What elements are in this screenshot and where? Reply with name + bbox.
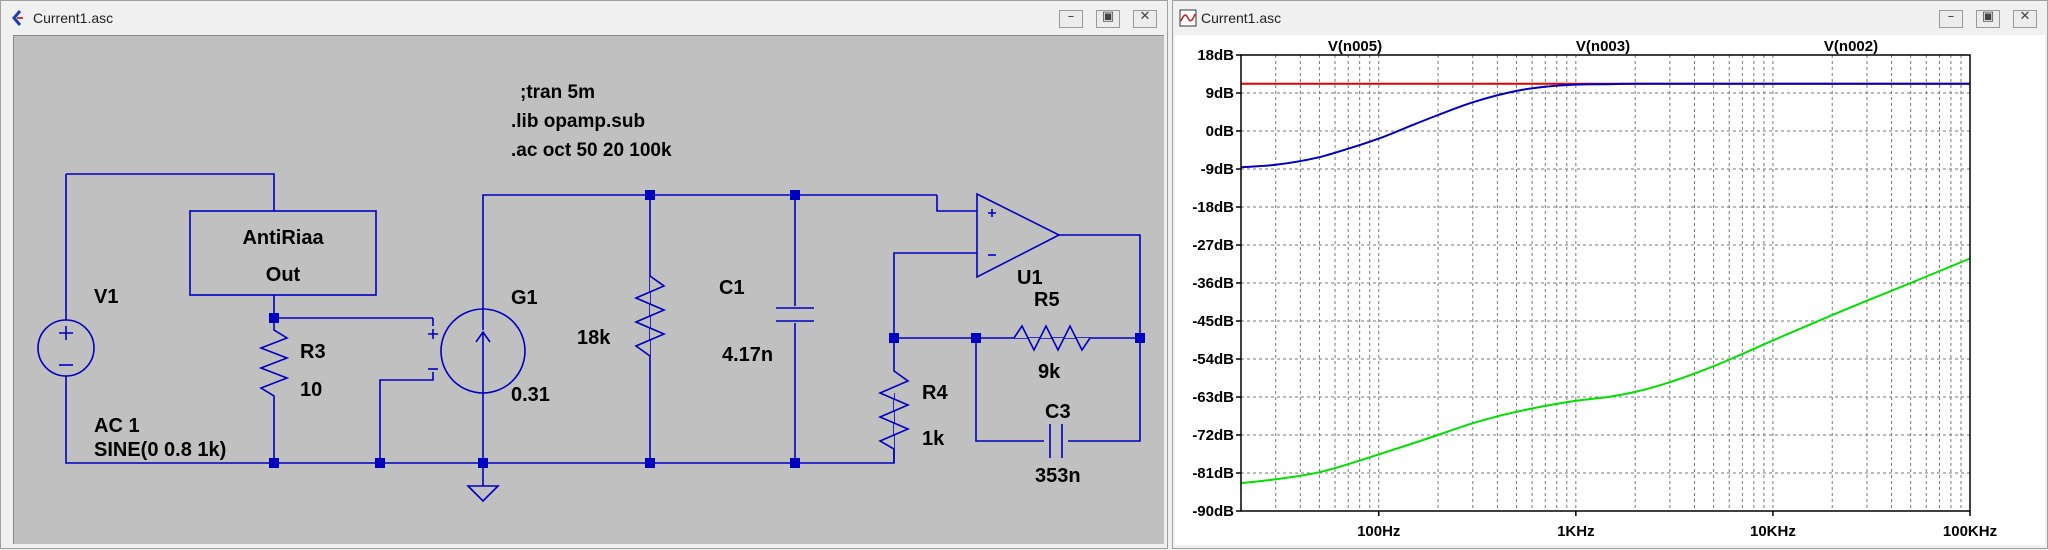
r5-name: R5 xyxy=(1034,289,1060,311)
c3-name: C3 xyxy=(1045,401,1071,423)
x-tick-label: 1KHz xyxy=(1557,523,1595,540)
y-axis-ticks: 18dB 9dB 0dB -9dB -18dB -27dB -36dB -45dB -54dB -… xyxy=(1192,47,1241,520)
minimize-button[interactable]: – xyxy=(1939,9,1963,28)
u1-name: U1 xyxy=(1017,267,1043,289)
trace-v-n002[interactable] xyxy=(1240,82,1970,169)
r-18k-resistor[interactable] xyxy=(633,275,667,357)
minimize-icon: – xyxy=(1947,9,1955,24)
v1-sine-value: SINE(0 0.8 1k) xyxy=(94,439,226,461)
maximize-icon: ▣ xyxy=(1981,9,1995,24)
x-axis-ticks: 100Hz 1KHz 10KHz 100KHz xyxy=(1357,511,1997,540)
c1-capacitor[interactable] xyxy=(776,306,814,323)
r4-resistor[interactable] xyxy=(877,338,911,463)
schematic-window: Current1.asc – ▣ ✕ xyxy=(0,0,1168,549)
antiriaa-out-label: Out xyxy=(266,264,301,286)
plot-canvas[interactable]: 18dB 9dB 0dB -9dB -18dB -27dB -36dB -45dB -54dB -… xyxy=(1175,35,2045,545)
r3-value: 10 xyxy=(300,379,322,401)
schematic-canvas[interactable]: V1 AC 1 SINE(0 0.8 1k) AntiRiaa Out R3 1… xyxy=(13,35,1164,544)
window-title: Current1.asc xyxy=(1201,10,1282,26)
c1-value: 4.17n xyxy=(722,344,773,366)
v1-voltage-source[interactable] xyxy=(37,319,95,377)
c3-capacitor[interactable] xyxy=(1049,424,1063,458)
r4-name: R4 xyxy=(922,382,948,404)
y-tick-label: 0dB xyxy=(1206,123,1235,140)
antiriaa-label: AntiRiaa xyxy=(242,227,324,249)
directive-ac[interactable]: .ac oct 50 20 100k xyxy=(511,140,672,161)
plot-grid xyxy=(1240,54,1971,512)
x-tick-label: 100KHz xyxy=(1943,523,1997,540)
r5-resistor[interactable] xyxy=(1013,324,1091,352)
title-bar[interactable]: Current1.asc – ▣ ✕ xyxy=(1,1,1167,35)
v1-name: V1 xyxy=(94,286,118,308)
bode-plot: 18dB 9dB 0dB -9dB -18dB -27dB -36dB -45dB -54dB -… xyxy=(1192,38,1997,540)
y-tick-label: -36dB xyxy=(1192,275,1234,292)
y-tick-label: 18dB xyxy=(1197,47,1234,64)
y-tick-label: -9dB xyxy=(1201,161,1235,178)
maximize-button[interactable]: ▣ xyxy=(1976,9,2000,28)
legend-label-vn005[interactable]: V(n005) xyxy=(1328,38,1382,55)
ground-symbol xyxy=(466,485,500,503)
g1-name: G1 xyxy=(511,287,538,309)
maximize-icon: ▣ xyxy=(1101,9,1115,24)
schematic-drawing: V1 AC 1 SINE(0 0.8 1k) AntiRiaa Out R3 1… xyxy=(37,82,1145,503)
y-tick-label: -90dB xyxy=(1192,503,1234,520)
u1-opamp[interactable] xyxy=(976,192,1061,279)
y-tick-label: -72dB xyxy=(1192,427,1234,444)
maximize-button[interactable]: ▣ xyxy=(1096,9,1120,28)
v1-ac-value: AC 1 xyxy=(94,415,140,437)
plot-legend: V(n005) V(n003) V(n002) xyxy=(1328,38,1878,55)
directive-tran[interactable]: ;tran 5m xyxy=(520,82,595,103)
close-button[interactable]: ✕ xyxy=(1133,9,1157,28)
antiriaa-block[interactable] xyxy=(189,210,377,296)
y-tick-label: -54dB xyxy=(1192,351,1234,368)
y-tick-label: -81dB xyxy=(1192,465,1234,482)
close-button[interactable]: ✕ xyxy=(2013,9,2037,28)
legend-label-vn003[interactable]: V(n003) xyxy=(1576,38,1630,55)
legend-label-vn002[interactable]: V(n002) xyxy=(1824,38,1878,55)
close-icon: ✕ xyxy=(1139,9,1151,24)
title-bar[interactable]: Current1.asc – ▣ ✕ xyxy=(1173,1,2047,35)
waveform-app-icon xyxy=(1179,9,1197,27)
y-tick-label: -18dB xyxy=(1192,199,1234,216)
waveform-window: Current1.asc – ▣ ✕ 18dB 9dB 0dB -9dB -18dB -2… xyxy=(1172,0,2048,549)
plot-frame xyxy=(1240,54,1971,512)
minimize-icon: – xyxy=(1067,9,1075,24)
minimize-button[interactable]: – xyxy=(1059,9,1083,28)
trace-v-n005[interactable] xyxy=(1240,257,1971,485)
close-icon: ✕ xyxy=(2019,9,2031,24)
plot-traces xyxy=(1240,82,1971,485)
y-tick-label: -27dB xyxy=(1192,237,1234,254)
r4-value: 1k xyxy=(922,428,945,450)
x-tick-label: 10KHz xyxy=(1750,523,1796,540)
c1-name: C1 xyxy=(719,277,745,299)
c3-value: 353n xyxy=(1035,465,1081,487)
r-18k-value: 18k xyxy=(577,327,611,349)
y-tick-label: 9dB xyxy=(1206,85,1235,102)
r3-name: R3 xyxy=(300,341,326,363)
window-title: Current1.asc xyxy=(33,10,114,26)
r5-value: 9k xyxy=(1038,361,1061,383)
x-tick-label: 100Hz xyxy=(1357,523,1400,540)
g1-current-source[interactable] xyxy=(428,308,526,394)
ltspice-app-icon xyxy=(12,10,23,26)
y-tick-label: -63dB xyxy=(1192,389,1234,406)
g1-value: 0.31 xyxy=(511,384,550,406)
y-tick-label: -45dB xyxy=(1192,313,1234,330)
directive-lib[interactable]: .lib opamp.sub xyxy=(511,111,645,132)
r3-resistor[interactable] xyxy=(258,323,290,463)
